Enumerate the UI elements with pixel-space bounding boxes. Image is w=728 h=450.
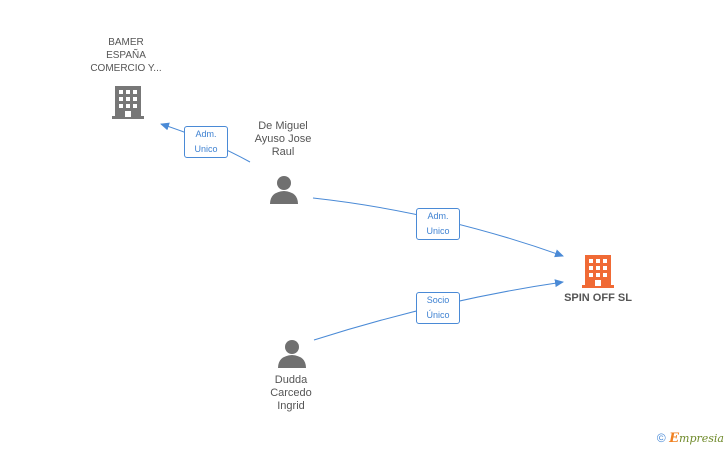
- person-dudda-line3: Ingrid: [277, 400, 305, 412]
- edge-badge-adm-unico[interactable]: Adm. Unico: [416, 208, 460, 240]
- edge-badge-adm-unico[interactable]: Adm. Unico: [184, 126, 228, 158]
- building-icon[interactable]: [112, 84, 144, 120]
- empresia-logo: Empresia: [669, 431, 724, 446]
- copyright-icon: ©: [656, 431, 666, 445]
- company-bamer-label[interactable]: BAMER ESPAÑA COMERCIO Y...: [78, 36, 174, 75]
- building-icon[interactable]: [582, 253, 614, 289]
- edge-badge-line1: Adm.: [427, 211, 449, 221]
- company-spinoff-label[interactable]: SPIN OFF SL: [564, 292, 632, 304]
- company-bamer-line2: ESPAÑA: [106, 50, 146, 61]
- edge-badge-line1: Socio: [426, 295, 450, 305]
- person-dudda-line2: Carcedo: [270, 387, 312, 399]
- empresia-logo-rest: mpresia: [679, 432, 724, 445]
- company-bamer-line1: BAMER: [108, 37, 144, 48]
- person-demiguel-label[interactable]: De Miguel Ayuso Jose Raul: [236, 120, 330, 159]
- person-dudda-label[interactable]: Dudda Carcedo Ingrid: [244, 374, 338, 413]
- edge-badge-line2: Unico: [426, 226, 450, 236]
- edge-badge-line1: Adm.: [195, 129, 217, 139]
- person-demiguel-line2: Ayuso Jose: [254, 133, 312, 145]
- person-demiguel-line1: De Miguel: [258, 120, 308, 132]
- person-demiguel-line3: Raul: [271, 146, 295, 158]
- edge-badge-line2: Único: [426, 310, 450, 320]
- person-dudda-line1: Dudda: [274, 374, 308, 386]
- person-icon[interactable]: [269, 175, 299, 205]
- edge-badge-line2: Unico: [194, 144, 218, 154]
- person-icon[interactable]: [277, 339, 307, 369]
- company-bamer-line3: COMERCIO Y...: [90, 63, 162, 74]
- edge-badge-socio-unico[interactable]: Socio Único: [416, 292, 460, 324]
- empresia-logo-e: E: [669, 431, 680, 446]
- footer-brand[interactable]: © Empresia: [657, 431, 724, 446]
